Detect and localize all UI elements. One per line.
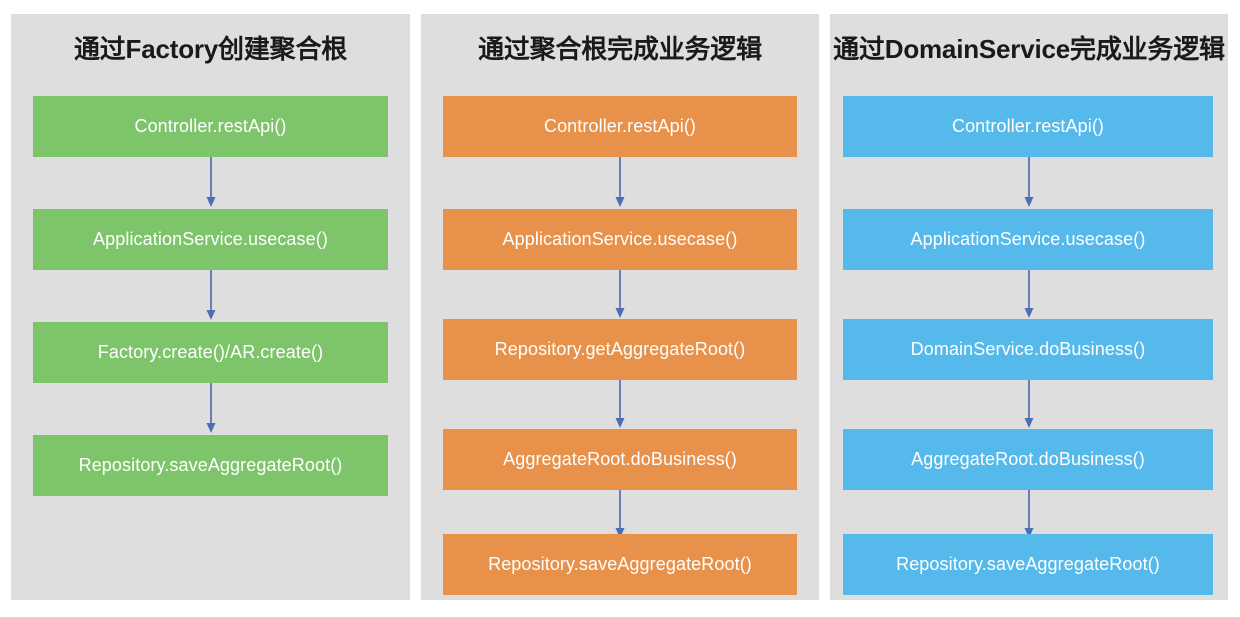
step-list-aggregate-root: Controller.restApi() ApplicationService.… bbox=[421, 82, 819, 600]
step-box[interactable]: Repository.saveAggregateRoot() bbox=[843, 534, 1213, 595]
flow-arrow-icon bbox=[613, 380, 627, 430]
step-list-domain-service: Controller.restApi() ApplicationService.… bbox=[830, 82, 1228, 600]
step-box[interactable]: Factory.create()/AR.create() bbox=[33, 322, 388, 383]
step-box[interactable]: Controller.restApi() bbox=[33, 96, 388, 157]
step-box[interactable]: Repository.saveAggregateRoot() bbox=[443, 534, 797, 595]
flow-column-aggregate-root: 通过聚合根完成业务逻辑 Controller.restApi() Applica… bbox=[421, 14, 819, 600]
step-box[interactable]: Repository.getAggregateRoot() bbox=[443, 319, 797, 380]
flow-arrow-icon bbox=[1022, 270, 1036, 320]
column-title-domain-service: 通过DomainService完成业务逻辑 bbox=[833, 34, 1225, 64]
flow-column-factory: 通过Factory创建聚合根 Controller.restApi() Appl… bbox=[11, 14, 410, 600]
step-box[interactable]: Controller.restApi() bbox=[443, 96, 797, 157]
step-list-factory: Controller.restApi() ApplicationService.… bbox=[11, 82, 410, 600]
step-box[interactable]: Controller.restApi() bbox=[843, 96, 1213, 157]
step-box[interactable]: ApplicationService.usecase() bbox=[33, 209, 388, 270]
step-box[interactable]: ApplicationService.usecase() bbox=[443, 209, 797, 270]
flow-arrow-icon bbox=[613, 157, 627, 209]
step-box[interactable]: AggregateRoot.doBusiness() bbox=[443, 429, 797, 490]
flow-arrow-icon bbox=[613, 270, 627, 320]
flow-arrow-icon bbox=[613, 490, 627, 540]
step-box[interactable]: Repository.saveAggregateRoot() bbox=[33, 435, 388, 496]
flow-arrow-icon bbox=[204, 270, 218, 322]
column-title-factory: 通过Factory创建聚合根 bbox=[73, 34, 348, 64]
flow-arrow-icon bbox=[1022, 380, 1036, 430]
step-box[interactable]: ApplicationService.usecase() bbox=[843, 209, 1213, 270]
flow-arrow-icon bbox=[1022, 157, 1036, 209]
column-title-aggregate-root: 通过聚合根完成业务逻辑 bbox=[478, 34, 762, 64]
flow-arrow-icon bbox=[204, 157, 218, 209]
step-box[interactable]: AggregateRoot.doBusiness() bbox=[843, 429, 1213, 490]
flow-column-domain-service: 通过DomainService完成业务逻辑 Controller.restApi… bbox=[830, 14, 1228, 600]
step-box[interactable]: DomainService.doBusiness() bbox=[843, 319, 1213, 380]
flow-arrow-icon bbox=[204, 383, 218, 435]
flow-arrow-icon bbox=[1022, 490, 1036, 540]
